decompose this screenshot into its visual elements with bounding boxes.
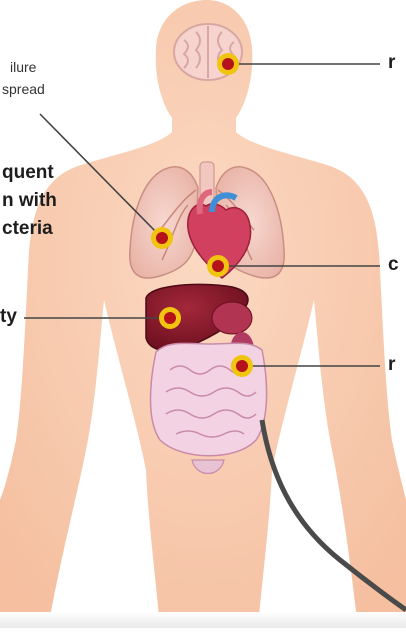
liver-infection-marker [159, 307, 181, 329]
heart-infection-marker [207, 255, 229, 277]
left-bold-label-line1: quent [2, 160, 54, 186]
left-bold-label-line2: n with [2, 188, 57, 214]
left-bold-label-line3: cteria [2, 216, 53, 242]
brain-label: r [388, 50, 395, 76]
heart-label: c [388, 252, 399, 278]
liver-label: ty [0, 304, 17, 330]
lung-infection-marker [151, 227, 173, 249]
brain-infection-marker [217, 53, 239, 75]
top-left-label-line1: ilure [10, 58, 36, 77]
bottom-shadow-bar [0, 612, 406, 628]
top-left-label-line2: spread [2, 80, 45, 99]
kidney-infection-marker [231, 355, 253, 377]
kidney-label: r [388, 352, 395, 378]
